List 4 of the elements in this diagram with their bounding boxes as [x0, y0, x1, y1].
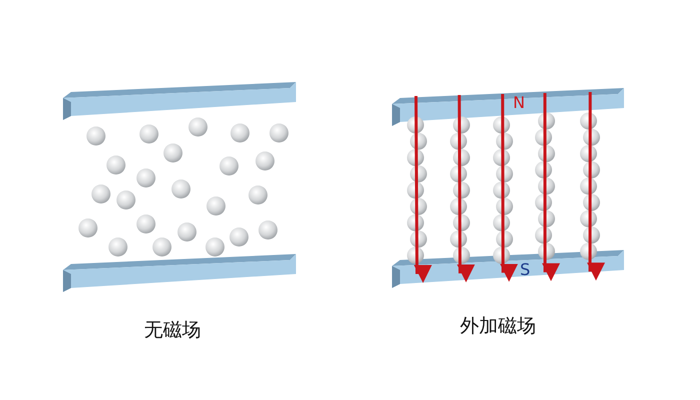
panel-caption: 无磁场 — [144, 321, 201, 340]
pole-label: N — [513, 95, 525, 111]
panel-caption: 外加磁场 — [460, 317, 536, 336]
pole-label: S — [520, 262, 530, 278]
